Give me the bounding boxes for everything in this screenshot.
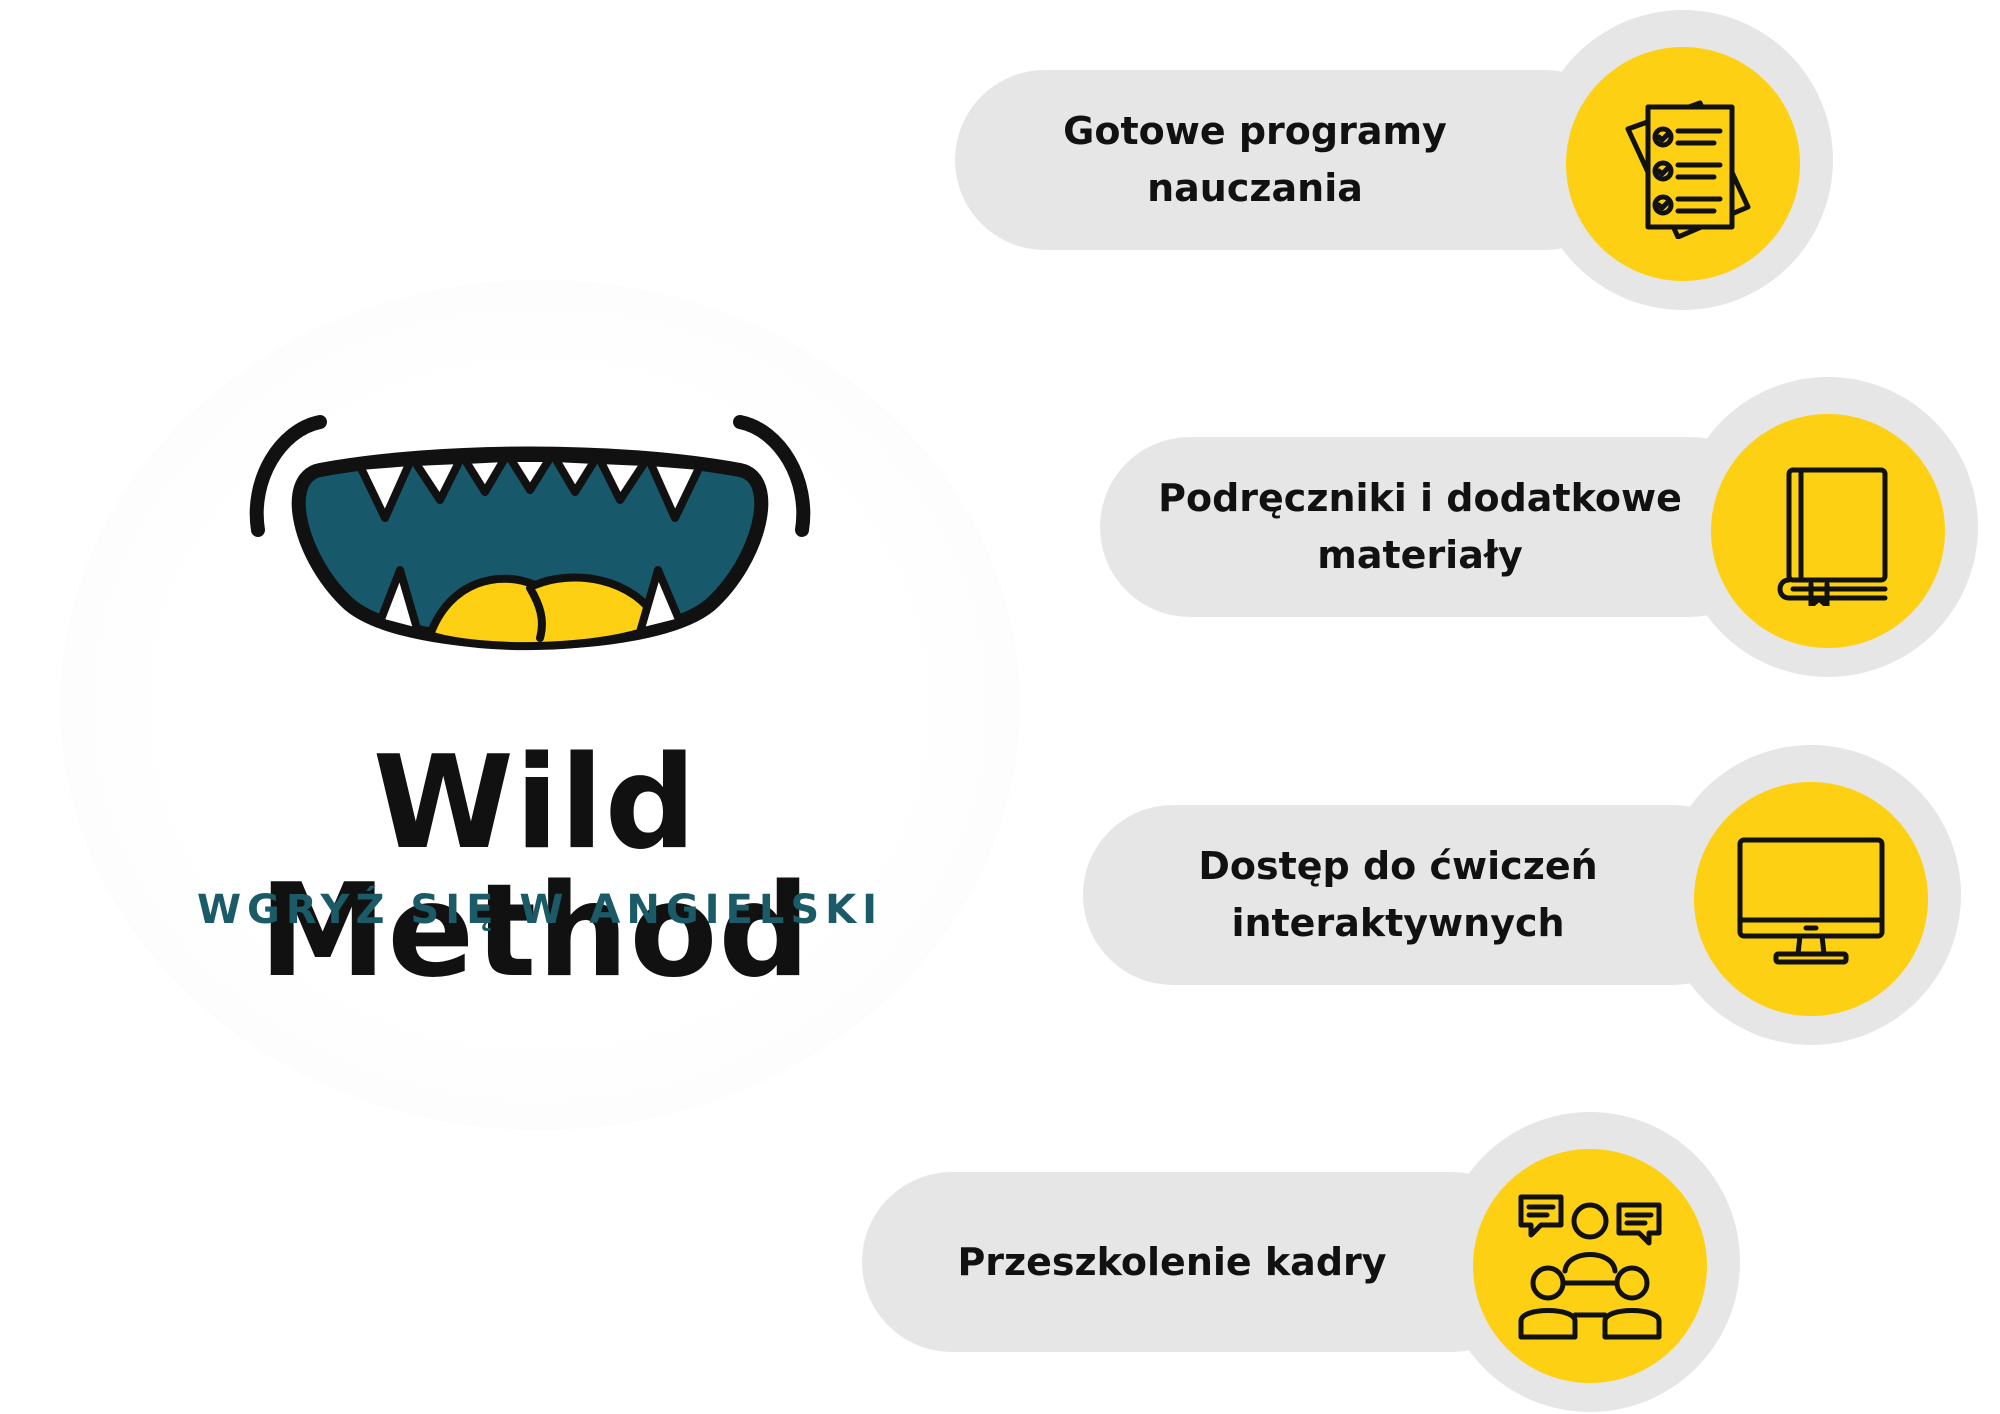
book-icon — [1777, 467, 1888, 606]
wild-method-logo: Wild Method WGRYŹ SIĘ W ANGIELSKI — [40, 250, 1020, 1150]
feature-label: Gotowe programy nauczania — [1063, 109, 1447, 210]
feature-icon-disc — [1711, 414, 1945, 648]
feature-label: Podręczniki i dodatkowe materiały — [1158, 476, 1682, 577]
feature-icon-disc — [1566, 47, 1800, 281]
feature-textbooks: Podręczniki i dodatkowe materiały — [1100, 377, 1980, 677]
team-discussion-icon — [1518, 1194, 1662, 1340]
feature-label: Dostęp do ćwiczeń interaktywnych — [1198, 844, 1598, 945]
feature-icon-disc — [1694, 782, 1928, 1016]
brand-tagline: WGRYŹ SIĘ W ANGIELSKI — [196, 887, 884, 933]
monster-mouth-icon — [249, 415, 811, 651]
feature-curriculum: Gotowe programy nauczania — [955, 10, 1835, 310]
feature-staff-training: Przeszkolenie kadry — [862, 1112, 1742, 1412]
feature-interactive-exercises: Dostęp do ćwiczeń interaktywnych — [1083, 745, 1963, 1045]
feature-pill: Gotowe programy nauczania — [955, 70, 1635, 250]
feature-icon-disc — [1473, 1149, 1707, 1383]
feature-pill: Dostęp do ćwiczeń interaktywnych — [1083, 805, 1763, 985]
feature-pill: Podręczniki i dodatkowe materiały — [1100, 437, 1780, 617]
monitor-icon — [1737, 837, 1885, 965]
logo-background — [60, 280, 1020, 1130]
feature-pill: Przeszkolenie kadry — [862, 1172, 1542, 1352]
feature-label: Przeszkolenie kadry — [957, 1239, 1387, 1284]
brand-name: Wild Method — [258, 729, 812, 1006]
checklist-document-icon — [1625, 100, 1751, 239]
